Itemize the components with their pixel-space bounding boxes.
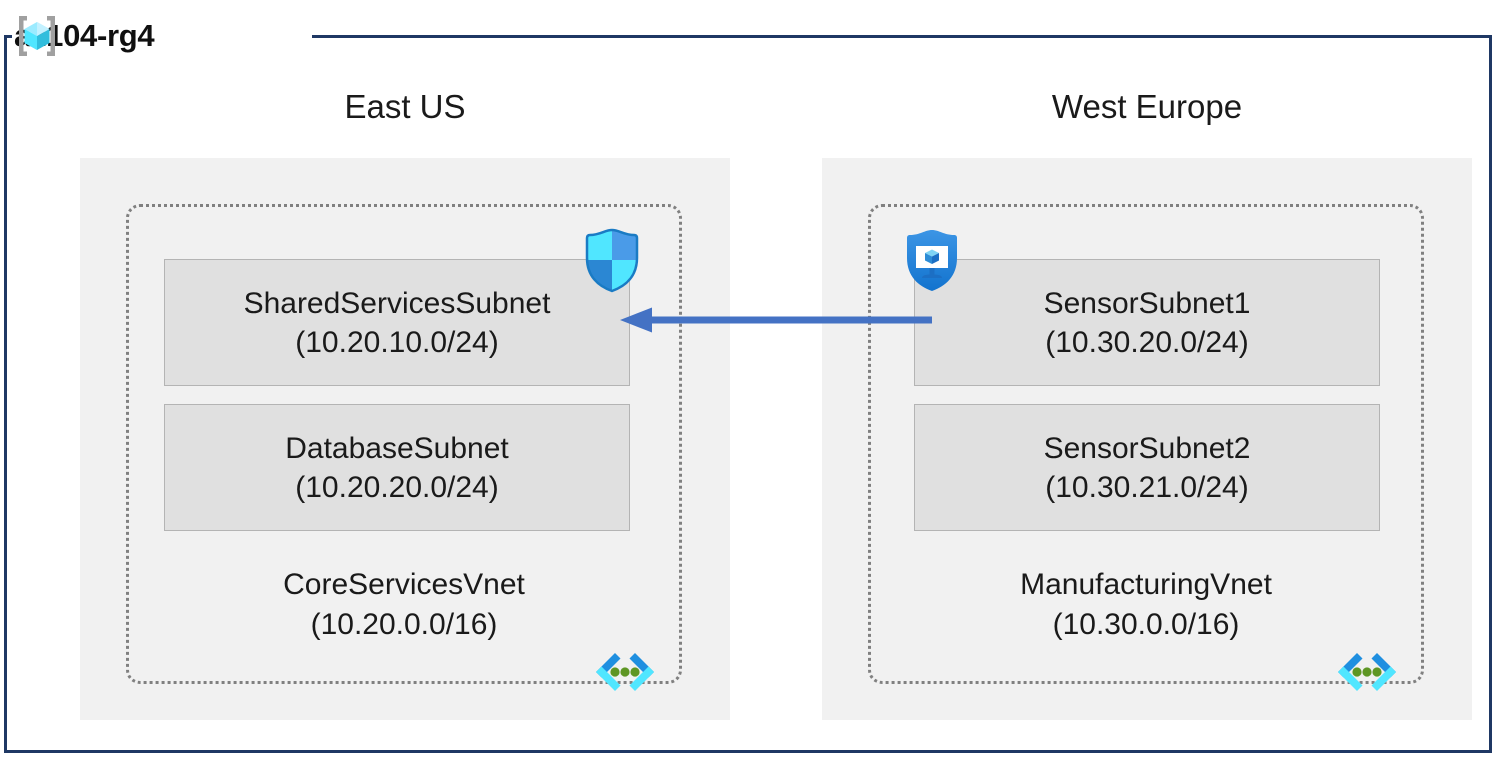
vnet-name: CoreServicesVnet — [283, 568, 525, 601]
vnet-core-services — [126, 204, 682, 684]
vnet-cidr: (10.20.0.0/16) — [310, 607, 498, 641]
azure-resource-group-icon — [14, 13, 60, 59]
vnet-name: ManufacturingVnet — [1020, 568, 1272, 601]
resource-group-title-mask — [12, 12, 312, 60]
region-label-west-europe: West Europe — [1051, 88, 1243, 125]
resource-group-boundary — [4, 35, 1492, 753]
application-security-group-icon — [898, 226, 966, 294]
subnet-name: SensorSubnet1 — [1043, 286, 1251, 320]
subnet-name: DatabaseSubnet — [285, 431, 509, 465]
subnet-name: SensorSubnet2 — [1043, 431, 1251, 465]
vnet-label-core-services: CoreServicesVnet (10.20.0.0/16) — [126, 565, 682, 645]
resource-group-header: az104-rg4 — [14, 10, 155, 62]
subnet-cidr: (10.20.20.0/24) — [295, 470, 499, 504]
subnet-cidr: (10.30.21.0/24) — [1045, 470, 1249, 504]
subnet-cidr: (10.20.10.0/24) — [295, 325, 499, 359]
vnet-cidr: (10.30.0.0/16) — [1052, 607, 1240, 641]
subnet-sensor-1: SensorSubnet1 (10.30.20.0/24) — [914, 259, 1380, 386]
subnet-sensor-2: SensorSubnet2 (10.30.21.0/24) — [914, 404, 1380, 531]
network-security-group-icon — [578, 226, 646, 294]
vnet-peering-arrow — [618, 300, 932, 340]
subnet-shared-services: SharedServicesSubnet (10.20.10.0/24) — [164, 259, 630, 386]
vnet-label-manufacturing: ManufacturingVnet (10.30.0.0/16) — [868, 565, 1424, 645]
subnet-database: DatabaseSubnet (10.20.20.0/24) — [164, 404, 630, 531]
virtual-network-icon — [1334, 650, 1400, 694]
subnet-name: SharedServicesSubnet — [243, 286, 551, 320]
virtual-network-icon — [592, 650, 658, 694]
region-label-east-us: East US — [344, 88, 466, 125]
vnet-manufacturing — [868, 204, 1424, 684]
subnet-cidr: (10.30.20.0/24) — [1045, 325, 1249, 359]
